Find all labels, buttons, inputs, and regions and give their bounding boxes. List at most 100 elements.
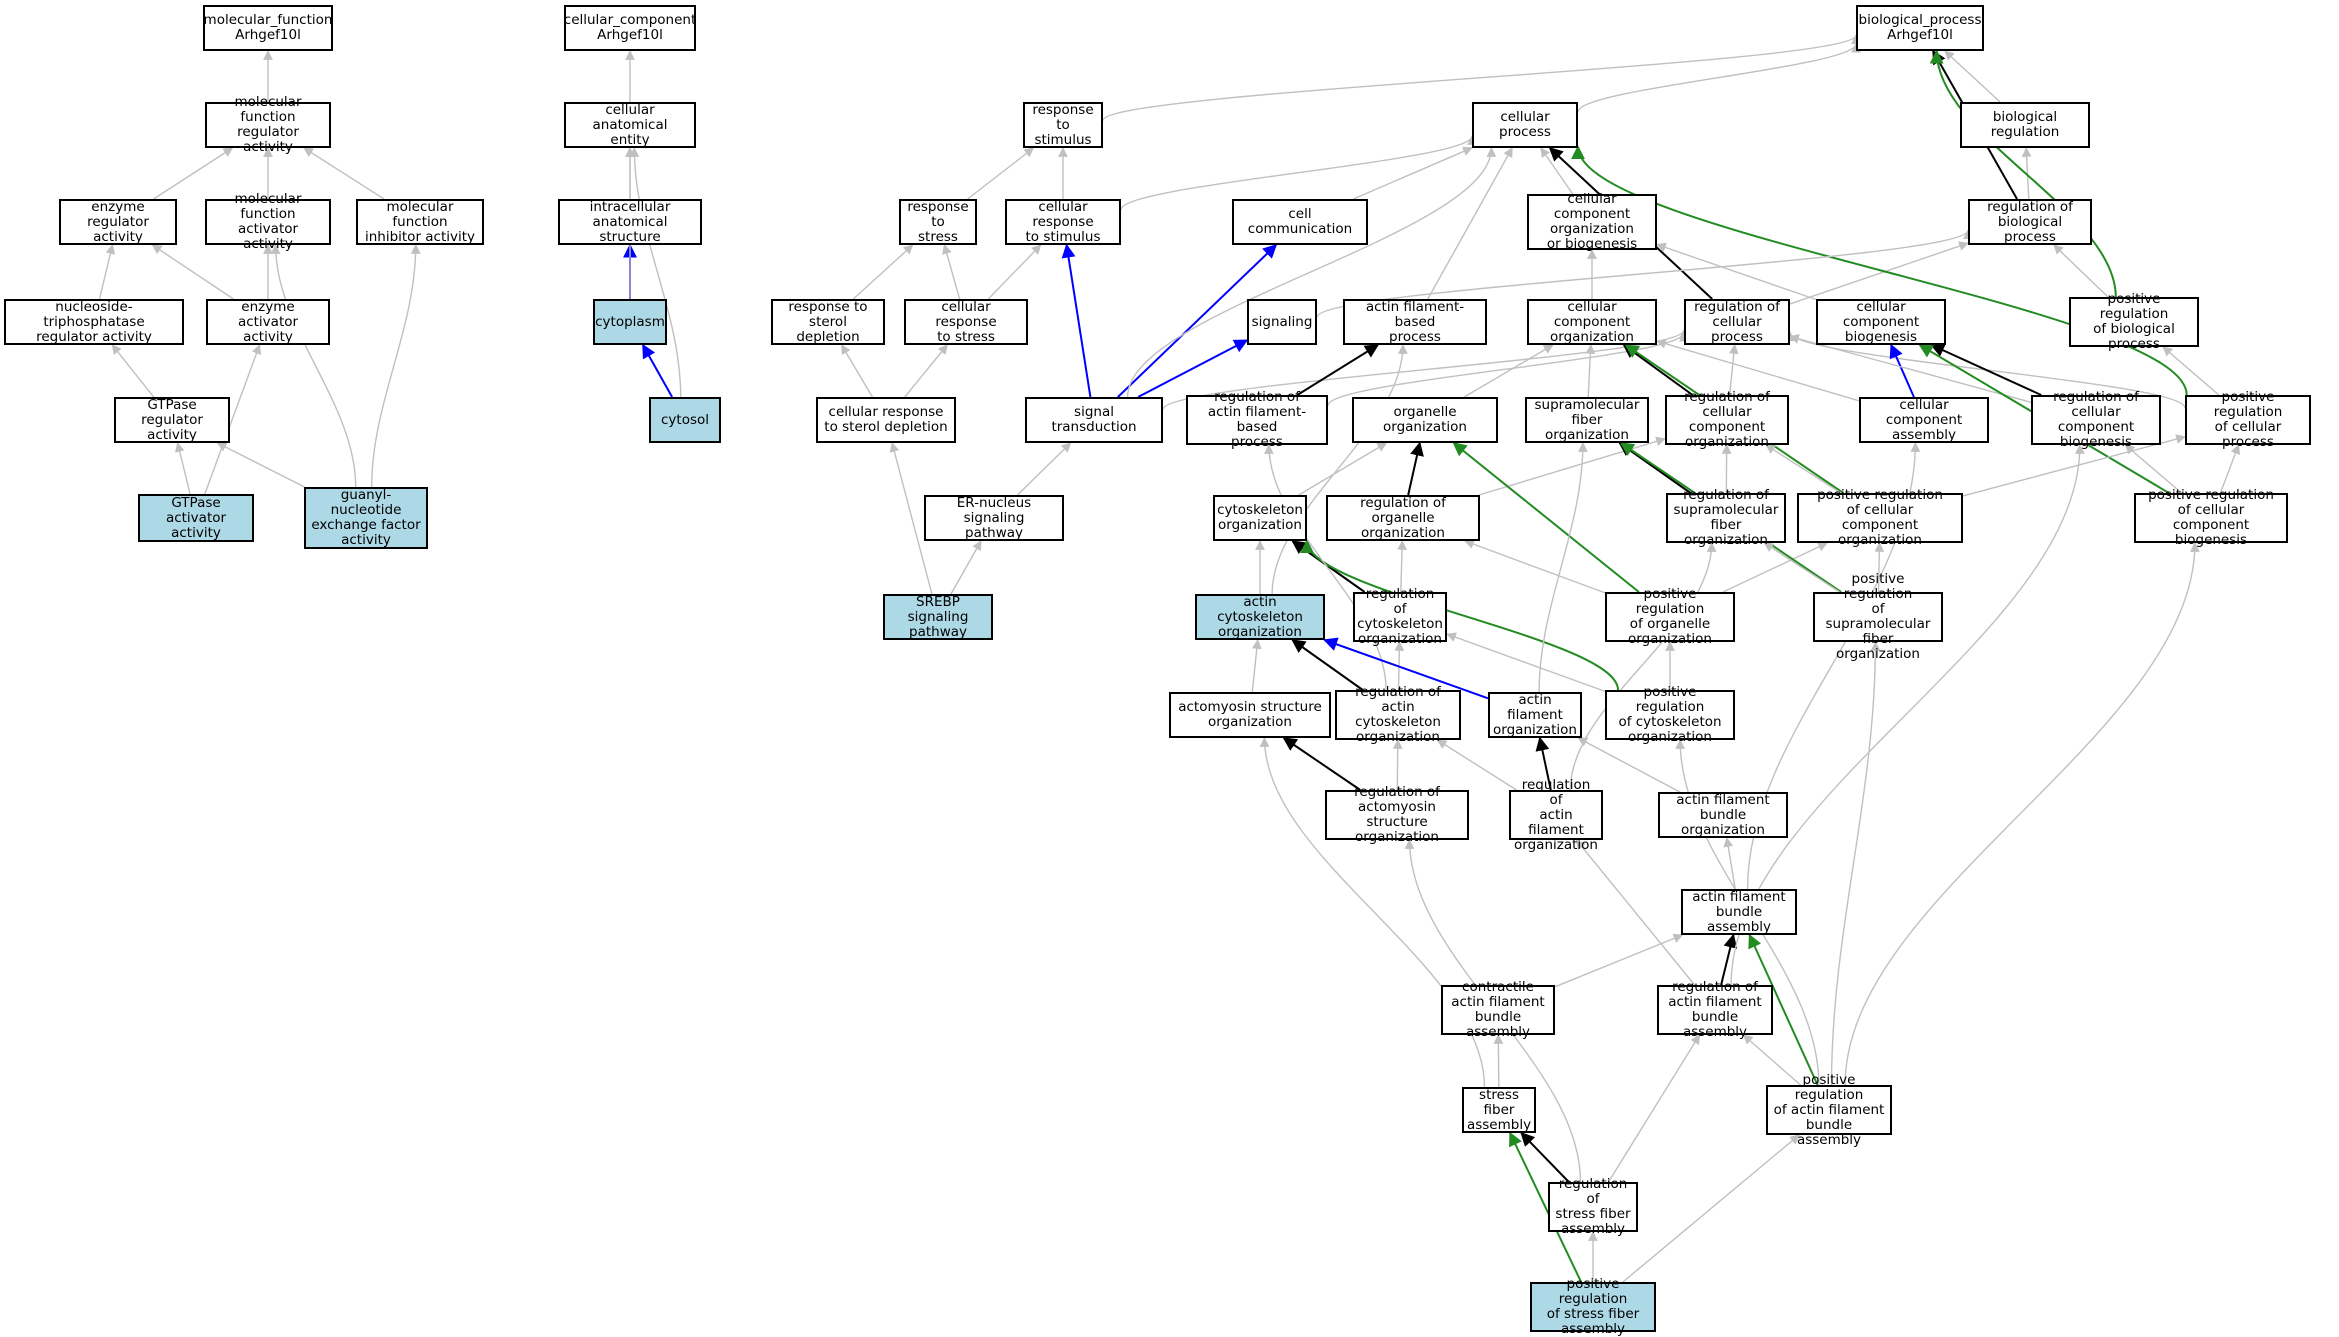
edge-amso-to-aco: [1252, 640, 1257, 692]
go-term-node-cyto-org: cytoskeleton organization: [1213, 495, 1307, 541]
go-term-node-reg-aco: regulation of actin cytoskeleton organiz…: [1335, 690, 1461, 740]
edge-pos-reg-afba-to-pos-reg-sfo: [1832, 642, 1876, 1085]
edge-reg-afo-to-reg-aco: [1438, 740, 1517, 790]
go-term-node-resp-stress: response to stress: [899, 199, 977, 245]
go-term-node-cell-proc: cellular process: [1472, 102, 1578, 148]
go-term-node-afo: actin filament organization: [1488, 692, 1582, 738]
edge-ntp-reg-to-enz-reg: [100, 245, 113, 299]
go-term-node-cco: cellular component organization: [1527, 299, 1657, 345]
go-term-node-resp-sterol: response to sterol depletion: [771, 299, 885, 345]
go-term-node-cell-resp-stress: cellular response to stress: [904, 299, 1028, 345]
edge-reg-org-org-to-org-org: [1408, 443, 1420, 495]
edge-cytosol-to-cae: [634, 148, 680, 397]
edge-bio-reg-to-bp-root: [1945, 51, 2000, 102]
go-term-node-cco-bio: cellular component organization or bioge…: [1527, 194, 1657, 250]
go-term-node-cafba: contractile actin filament bundle assemb…: [1441, 985, 1555, 1035]
go-term-node-enz-reg: enzyme regulator activity: [59, 199, 177, 245]
edge-reg-afba-to-reg-afo: [1576, 840, 1694, 985]
go-term-node-mf-inh: molecular function inhibitor activity: [356, 199, 484, 245]
go-term-node-amso: actomyosin structure organization: [1169, 692, 1331, 738]
edge-resp-sterol-to-resp-stress: [853, 245, 912, 299]
edge-reg-amso-to-reg-aco: [1397, 740, 1398, 790]
go-term-node-resp-stim: response to stimulus: [1023, 102, 1103, 148]
go-term-node-mf-act: molecular function activator activity: [205, 199, 331, 245]
edge-pos-reg-bio-to-bp-root: [1937, 51, 2116, 297]
go-term-node-cca: cellular component assembly: [1859, 397, 1989, 443]
edge-pos-reg-ccb-to-pos-reg-cell: [2220, 445, 2238, 493]
edge-cyto-org-to-org-org: [1299, 443, 1387, 495]
go-term-node-aco: actin cytoskeleton organization: [1195, 594, 1325, 640]
go-term-node-sfa: stress fiber assembly: [1462, 1087, 1536, 1133]
go-term-node-reg-org-org: regulation of organelle organization: [1326, 495, 1480, 541]
edge-cell-resp-stress-to-resp-stress: [944, 245, 959, 299]
go-term-node-reg-sfa: regulation of stress fiber assembly: [1548, 1182, 1638, 1232]
go-term-node-cell-resp-stim: cellular response to stimulus: [1005, 199, 1121, 245]
go-term-node-afba: actin filament bundle assembly: [1681, 889, 1797, 935]
edge-cell-resp-sterol-to-cell-resp-stress: [905, 345, 947, 397]
go-term-node-srebp: SREBP signaling pathway: [883, 594, 993, 640]
edge-reg-amso-to-amso: [1284, 738, 1361, 790]
go-term-node-pos-reg-org-org: positive regulation of organelle organiz…: [1605, 592, 1735, 642]
go-term-node-cell-comm: cell communication: [1232, 199, 1368, 245]
edge-reg-cco-to-reg-cell-proc: [1730, 345, 1735, 395]
edge-reg-sfa-to-sfa: [1521, 1133, 1569, 1182]
go-term-node-reg-afo: regulation of actin filament organizatio…: [1509, 790, 1603, 840]
go-term-node-pos-reg-bio: positive regulation of biological proces…: [2069, 297, 2199, 347]
edge-enz-act-to-enz-reg: [153, 245, 234, 299]
edge-gnef-to-gtp-reg: [218, 443, 305, 487]
go-term-node-cell-resp-sterol: cellular response to sterol depletion: [816, 397, 956, 443]
go-term-node-reg-afba: regulation of actin filament bundle asse…: [1657, 985, 1773, 1035]
go-term-node-ntp-reg: nucleoside-triphosphatase regulator acti…: [4, 299, 184, 345]
go-term-node-signaling: signaling: [1247, 299, 1317, 345]
edge-org-org-to-cco: [1464, 345, 1553, 397]
edge-reg-sfa-to-reg-afba: [1609, 1035, 1700, 1182]
edge-sig-trans-to-cell-resp-stim: [1067, 245, 1091, 397]
edge-afbp-to-cell-proc: [1428, 148, 1512, 299]
go-term-node-bio-reg: biological regulation: [1960, 102, 2090, 148]
edge-reg-cyto-org-to-reg-org-org: [1401, 541, 1403, 592]
edge-pos-reg-ccb-to-reg-ccb: [2125, 445, 2181, 493]
go-term-node-sig-trans: signal transduction: [1025, 397, 1163, 443]
go-term-node-pos-reg-afba: positive regulation of actin filament bu…: [1766, 1085, 1892, 1135]
edge-reg-afbp-to-afbp: [1297, 345, 1378, 395]
go-term-node-enz-act: enzyme activator activity: [206, 299, 330, 345]
edge-cell-proc-to-bp-root: [1578, 44, 1856, 112]
edge-reg-ccb-to-ccb: [1932, 345, 2042, 395]
go-term-node-pos-reg-cyto: positive regulation of cytoskeleton orga…: [1605, 690, 1735, 740]
go-term-node-pos-reg-cell: positive regulation of cellular process: [2185, 395, 2311, 445]
edge-cca-to-ccb: [1891, 345, 1914, 397]
go-term-node-reg-sfo: regulation of supramolecular fiber organ…: [1666, 493, 1786, 543]
edge-gtp-act-to-gtp-reg: [178, 443, 191, 494]
go-term-node-cytosol: cytosol: [649, 397, 721, 443]
edge-aco-to-afbp: [1272, 345, 1403, 594]
go-term-node-sfo: supramolecular fiber organization: [1525, 397, 1649, 443]
edge-pos-reg-org-org-to-org-org: [1454, 443, 1639, 592]
edge-reg-cyto-org-to-cyto-org: [1293, 541, 1365, 592]
go-term-node-reg-cco: regulation of cellular component organiz…: [1665, 395, 1789, 445]
edge-gtp-reg-to-ntp-reg: [112, 345, 153, 397]
go-term-node-mf-reg: molecular function regulator activity: [205, 102, 331, 148]
edge-pos-reg-cco-to-reg-cco: [1766, 445, 1841, 493]
go-term-node-reg-cyto-org: regulation of cytoskeleton organization: [1353, 592, 1447, 642]
go-term-node-reg-ccb: regulation of cellular component biogene…: [2031, 395, 2161, 445]
go-term-node-gtp-act: GTPase activator activity: [138, 494, 254, 542]
edge-sig-trans-to-cell-proc: [1128, 148, 1492, 397]
go-term-node-cc-root: cellular_component Arhgef10l: [564, 5, 696, 51]
go-term-node-pos-reg-sfo: positive regulation of supramolecular fi…: [1813, 592, 1943, 642]
edge-ccb-to-cco-bio: [1657, 245, 1816, 300]
edge-reg-aco-to-aco: [1292, 640, 1362, 690]
edge-pos-reg-cyto-to-reg-cyto-org: [1447, 634, 1605, 691]
go-term-node-ccb: cellular component biogenesis: [1816, 299, 1946, 345]
go-term-node-reg-cell-proc: regulation of cellular process: [1684, 299, 1790, 345]
edge-cytosol-to-cytoplasm: [643, 345, 672, 397]
go-term-node-pos-reg-cco: positive regulation of cellular componen…: [1797, 493, 1963, 543]
edge-reg-ccb-to-reg-cell-proc: [1790, 337, 2031, 403]
go-term-node-reg-amso: regulation of actomyosin structure organ…: [1325, 790, 1469, 840]
edge-reg-afo-to-reg-sfo: [1570, 543, 1711, 790]
go-term-node-pos-reg-sfa: positive regulation of stress fiber asse…: [1530, 1282, 1656, 1332]
go-term-node-er-nuc: ER-nucleus signaling pathway: [924, 495, 1064, 541]
edge-srebp-to-er-nuc: [951, 541, 981, 594]
edge-resp-stress-to-resp-stim: [968, 148, 1034, 199]
edge-gnef-to-mf-inh: [372, 245, 416, 487]
edge-sfa-to-cafba: [1498, 1035, 1499, 1087]
